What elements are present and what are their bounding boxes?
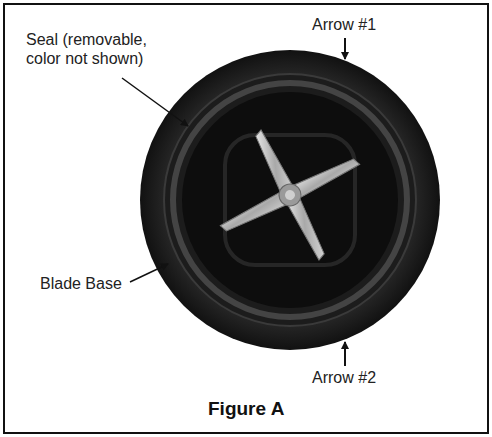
blade-base-leader — [130, 264, 168, 282]
base-well — [182, 92, 398, 308]
base-hub — [225, 135, 355, 265]
part-label: Seal (removable, color not shown) — [26, 30, 154, 68]
arrow-label: Arrow #2 — [312, 368, 376, 387]
figure-frame — [4, 4, 488, 433]
blade-assembly — [194, 102, 385, 287]
part-label: Blade Base — [40, 274, 122, 293]
arrow-label: Arrow #1 — [312, 15, 376, 34]
arrow-2-pointer — [344, 342, 346, 366]
base-inner-rim — [164, 74, 416, 326]
arrow-1-pointer — [344, 38, 346, 59]
seal-leader — [122, 78, 188, 126]
figure-caption: Figure A — [208, 398, 284, 420]
seal-ring — [173, 83, 407, 317]
blade-base-ring — [140, 50, 440, 350]
